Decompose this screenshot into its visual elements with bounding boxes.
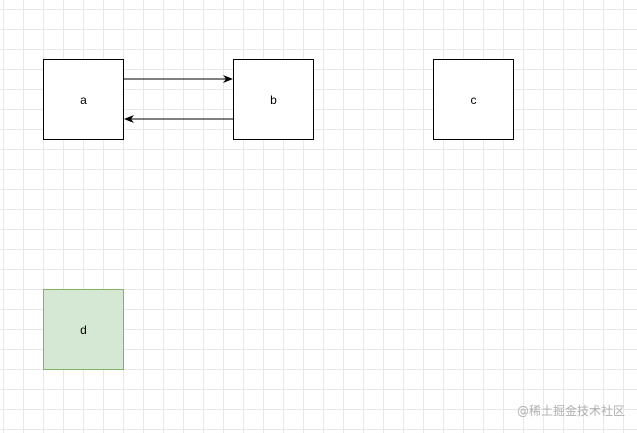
node-a-label: a (80, 92, 87, 107)
node-c-label: c (470, 92, 477, 107)
node-b-label: b (270, 92, 277, 107)
node-d-label: d (80, 322, 87, 337)
node-d[interactable]: d (43, 289, 124, 370)
node-c[interactable]: c (433, 59, 514, 140)
node-b[interactable]: b (233, 59, 314, 140)
node-a[interactable]: a (43, 59, 124, 140)
watermark: @稀土掘金技术社区 (516, 404, 625, 418)
